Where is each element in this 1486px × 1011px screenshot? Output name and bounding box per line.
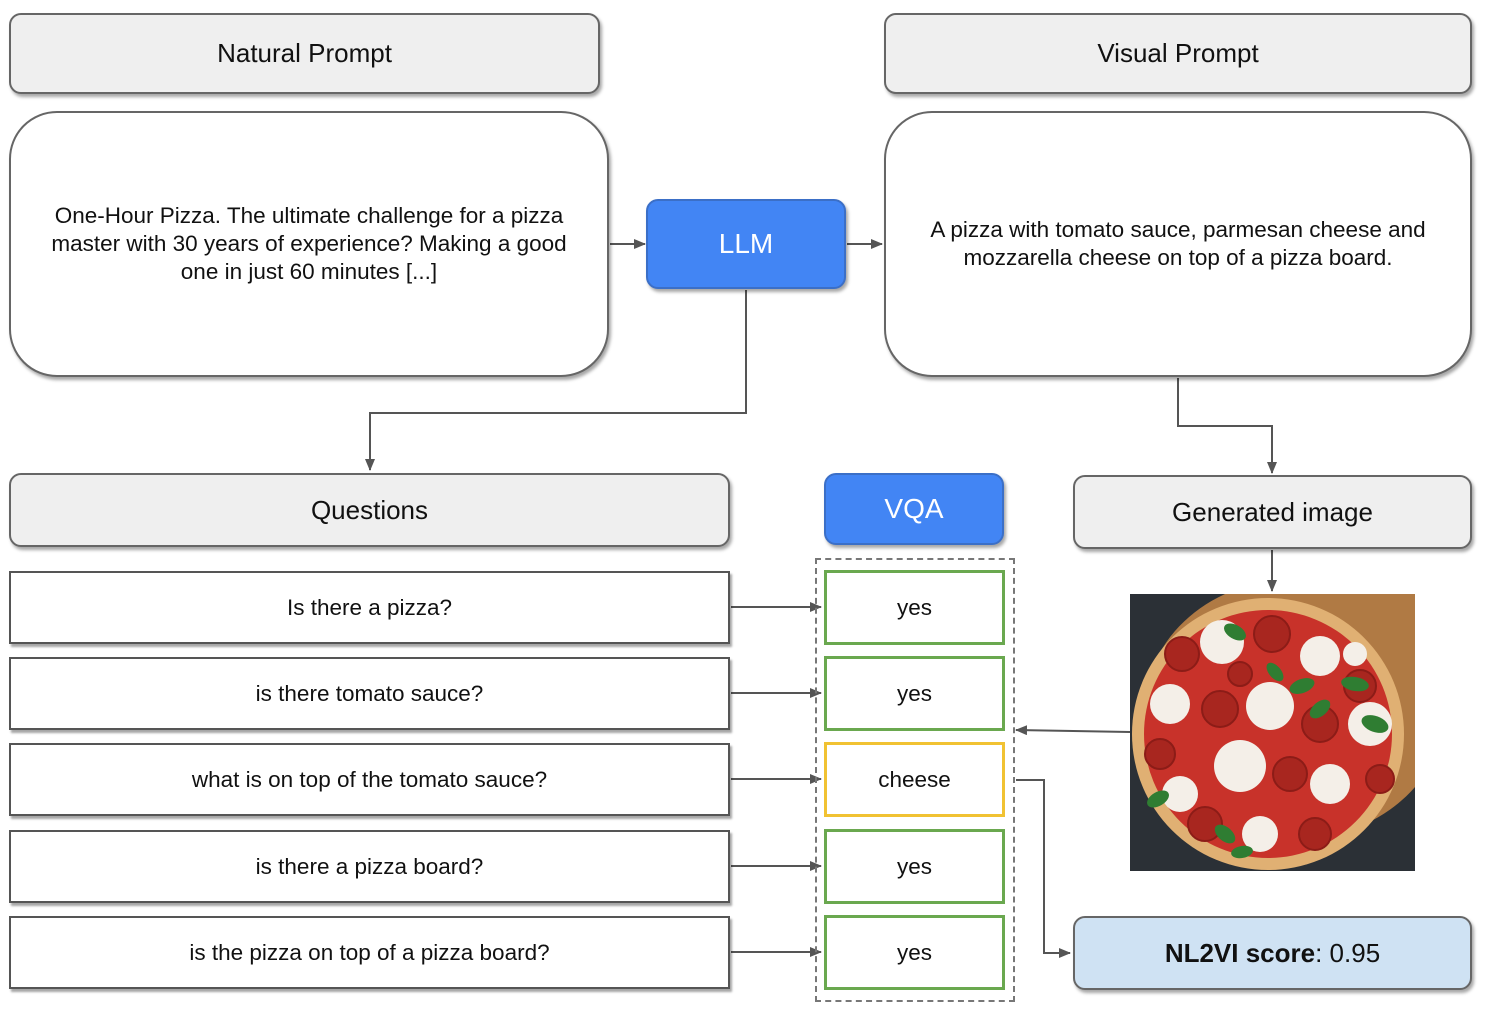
generated-pizza-image — [1130, 594, 1415, 871]
score-value: : 0.95 — [1315, 937, 1381, 968]
visual-prompt-header: Visual Prompt — [884, 13, 1472, 94]
arrow-visual-to-image — [1177, 378, 1277, 474]
visual-prompt-text: A pizza with tomato sauce, parmesan chee… — [930, 217, 1426, 270]
nl2vi-score-box: NL2VI score: 0.95 — [1073, 916, 1472, 990]
answer-box-partial: cheese — [824, 742, 1005, 817]
arrow-vqa-to-score — [1016, 779, 1071, 958]
vqa-box: VQA — [824, 473, 1004, 545]
natural-prompt-box: One-Hour Pizza. The ultimate challenge f… — [9, 111, 609, 377]
answers-group — [815, 558, 1015, 1002]
llm-box: LLM — [646, 199, 846, 289]
visual-prompt-box: A pizza with tomato sauce, parmesan chee… — [884, 111, 1472, 377]
natural-prompt-header: Natural Prompt — [9, 13, 600, 94]
answer-box: yes — [824, 570, 1005, 645]
natural-prompt-text: One-Hour Pizza. The ultimate challenge f… — [51, 203, 567, 284]
answer-box: yes — [824, 656, 1005, 731]
question-row: what is on top of the tomato sauce? — [9, 743, 730, 816]
question-row: Is there a pizza? — [9, 571, 730, 644]
answer-box: yes — [824, 829, 1005, 904]
generated-image-header: Generated image — [1073, 475, 1472, 549]
question-row: is there a pizza board? — [9, 830, 730, 903]
arrow-image-to-vqa — [1015, 725, 1131, 736]
question-row: is the pizza on top of a pizza board? — [9, 916, 730, 989]
arrow-llm-to-questions — [365, 290, 747, 471]
question-row: is there tomato sauce? — [9, 657, 730, 730]
questions-header: Questions — [9, 473, 730, 547]
answer-box: yes — [824, 915, 1005, 990]
score-label: NL2VI score — [1164, 937, 1316, 968]
